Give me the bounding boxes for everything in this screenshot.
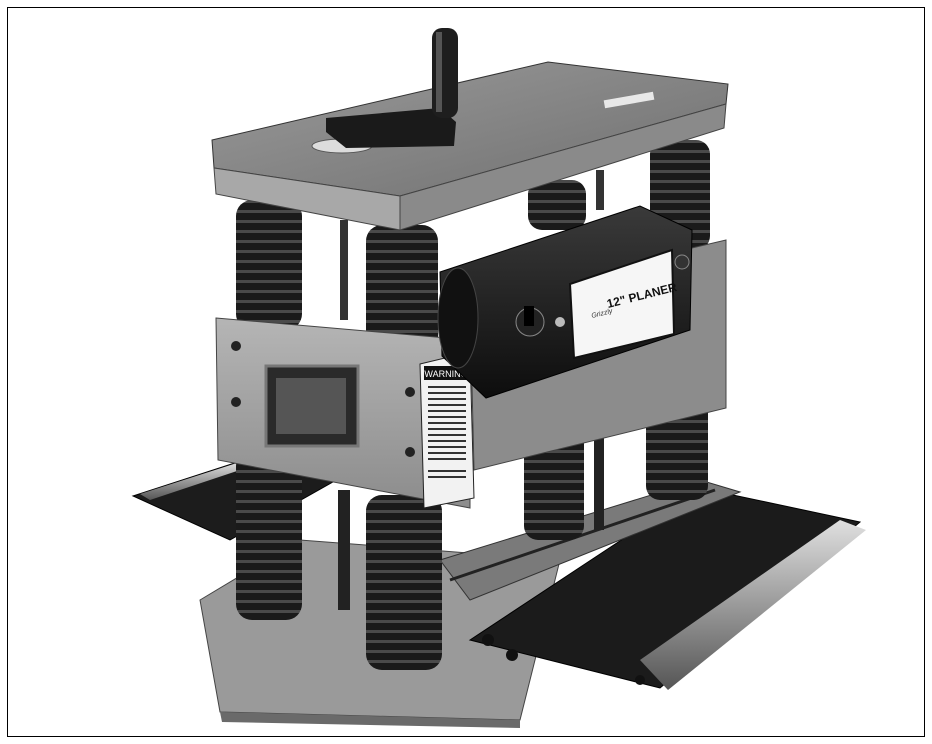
crank-knob-icon[interactable] <box>432 28 458 118</box>
nameplate: Grizzly 12" PLANER <box>568 248 679 360</box>
front-left-upper-bellows <box>236 200 302 330</box>
table-bolt-icon <box>635 675 645 685</box>
front-right-upper-bellows <box>366 225 438 360</box>
planer-bed <box>439 479 742 601</box>
outfeed-table <box>468 487 866 690</box>
warning-label-heading: WARNING <box>424 369 467 379</box>
lead-screw <box>340 220 348 320</box>
top-plate <box>211 61 729 231</box>
front-left-lower-bellows <box>236 450 302 620</box>
lead-screw <box>338 490 350 610</box>
front-right-lower-bellows <box>366 495 442 670</box>
table-bolt-icon <box>482 634 494 646</box>
motor-housing: Grizzly 12" PLANER <box>437 205 693 399</box>
rear-left-lower-bellows <box>524 430 584 540</box>
bolt-icon <box>231 397 241 407</box>
bolt-icon <box>405 447 415 457</box>
height-adjust-crank[interactable] <box>311 28 458 154</box>
bolt-icon <box>231 341 241 351</box>
lead-screw <box>594 410 604 530</box>
top-plate-label <box>603 91 655 109</box>
rear-left-column-bellows <box>528 180 586 230</box>
lead-screw <box>596 170 604 210</box>
cutterhead-casting <box>215 317 471 509</box>
bolt-icon <box>405 387 415 397</box>
table-bolt-icon <box>506 649 518 661</box>
